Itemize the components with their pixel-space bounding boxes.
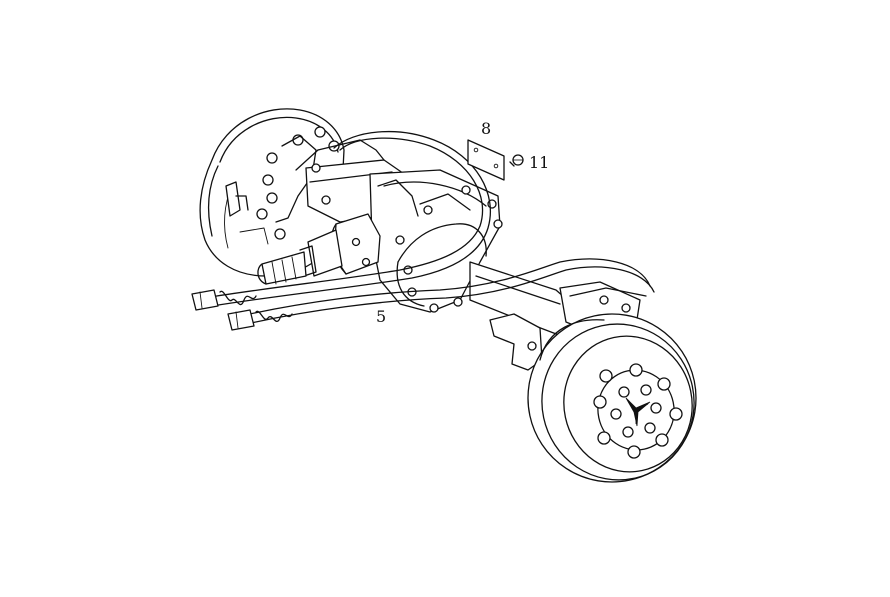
backing-plate-bolts: [256, 126, 340, 240]
differential-housing: [369, 169, 503, 313]
cable-end-fitting-lower: [227, 309, 293, 331]
cable-end-fitting-upper: [191, 289, 257, 311]
callout-label-5: 5: [376, 307, 386, 326]
three-pointed-star-icon: [625, 397, 651, 427]
plate-screw: [509, 154, 524, 167]
hub-bolts: [610, 384, 662, 438]
pinion-input-shaft: [257, 213, 381, 285]
left-brake-backing-plate: [199, 108, 345, 277]
wheel-studs: [593, 363, 683, 459]
callout-label-11: 11: [529, 153, 549, 172]
callout-label-8: 8: [481, 119, 491, 138]
parking-brake-cables: [191, 131, 655, 331]
identification-plate: [467, 139, 505, 181]
right-brake-drum: [527, 313, 697, 483]
